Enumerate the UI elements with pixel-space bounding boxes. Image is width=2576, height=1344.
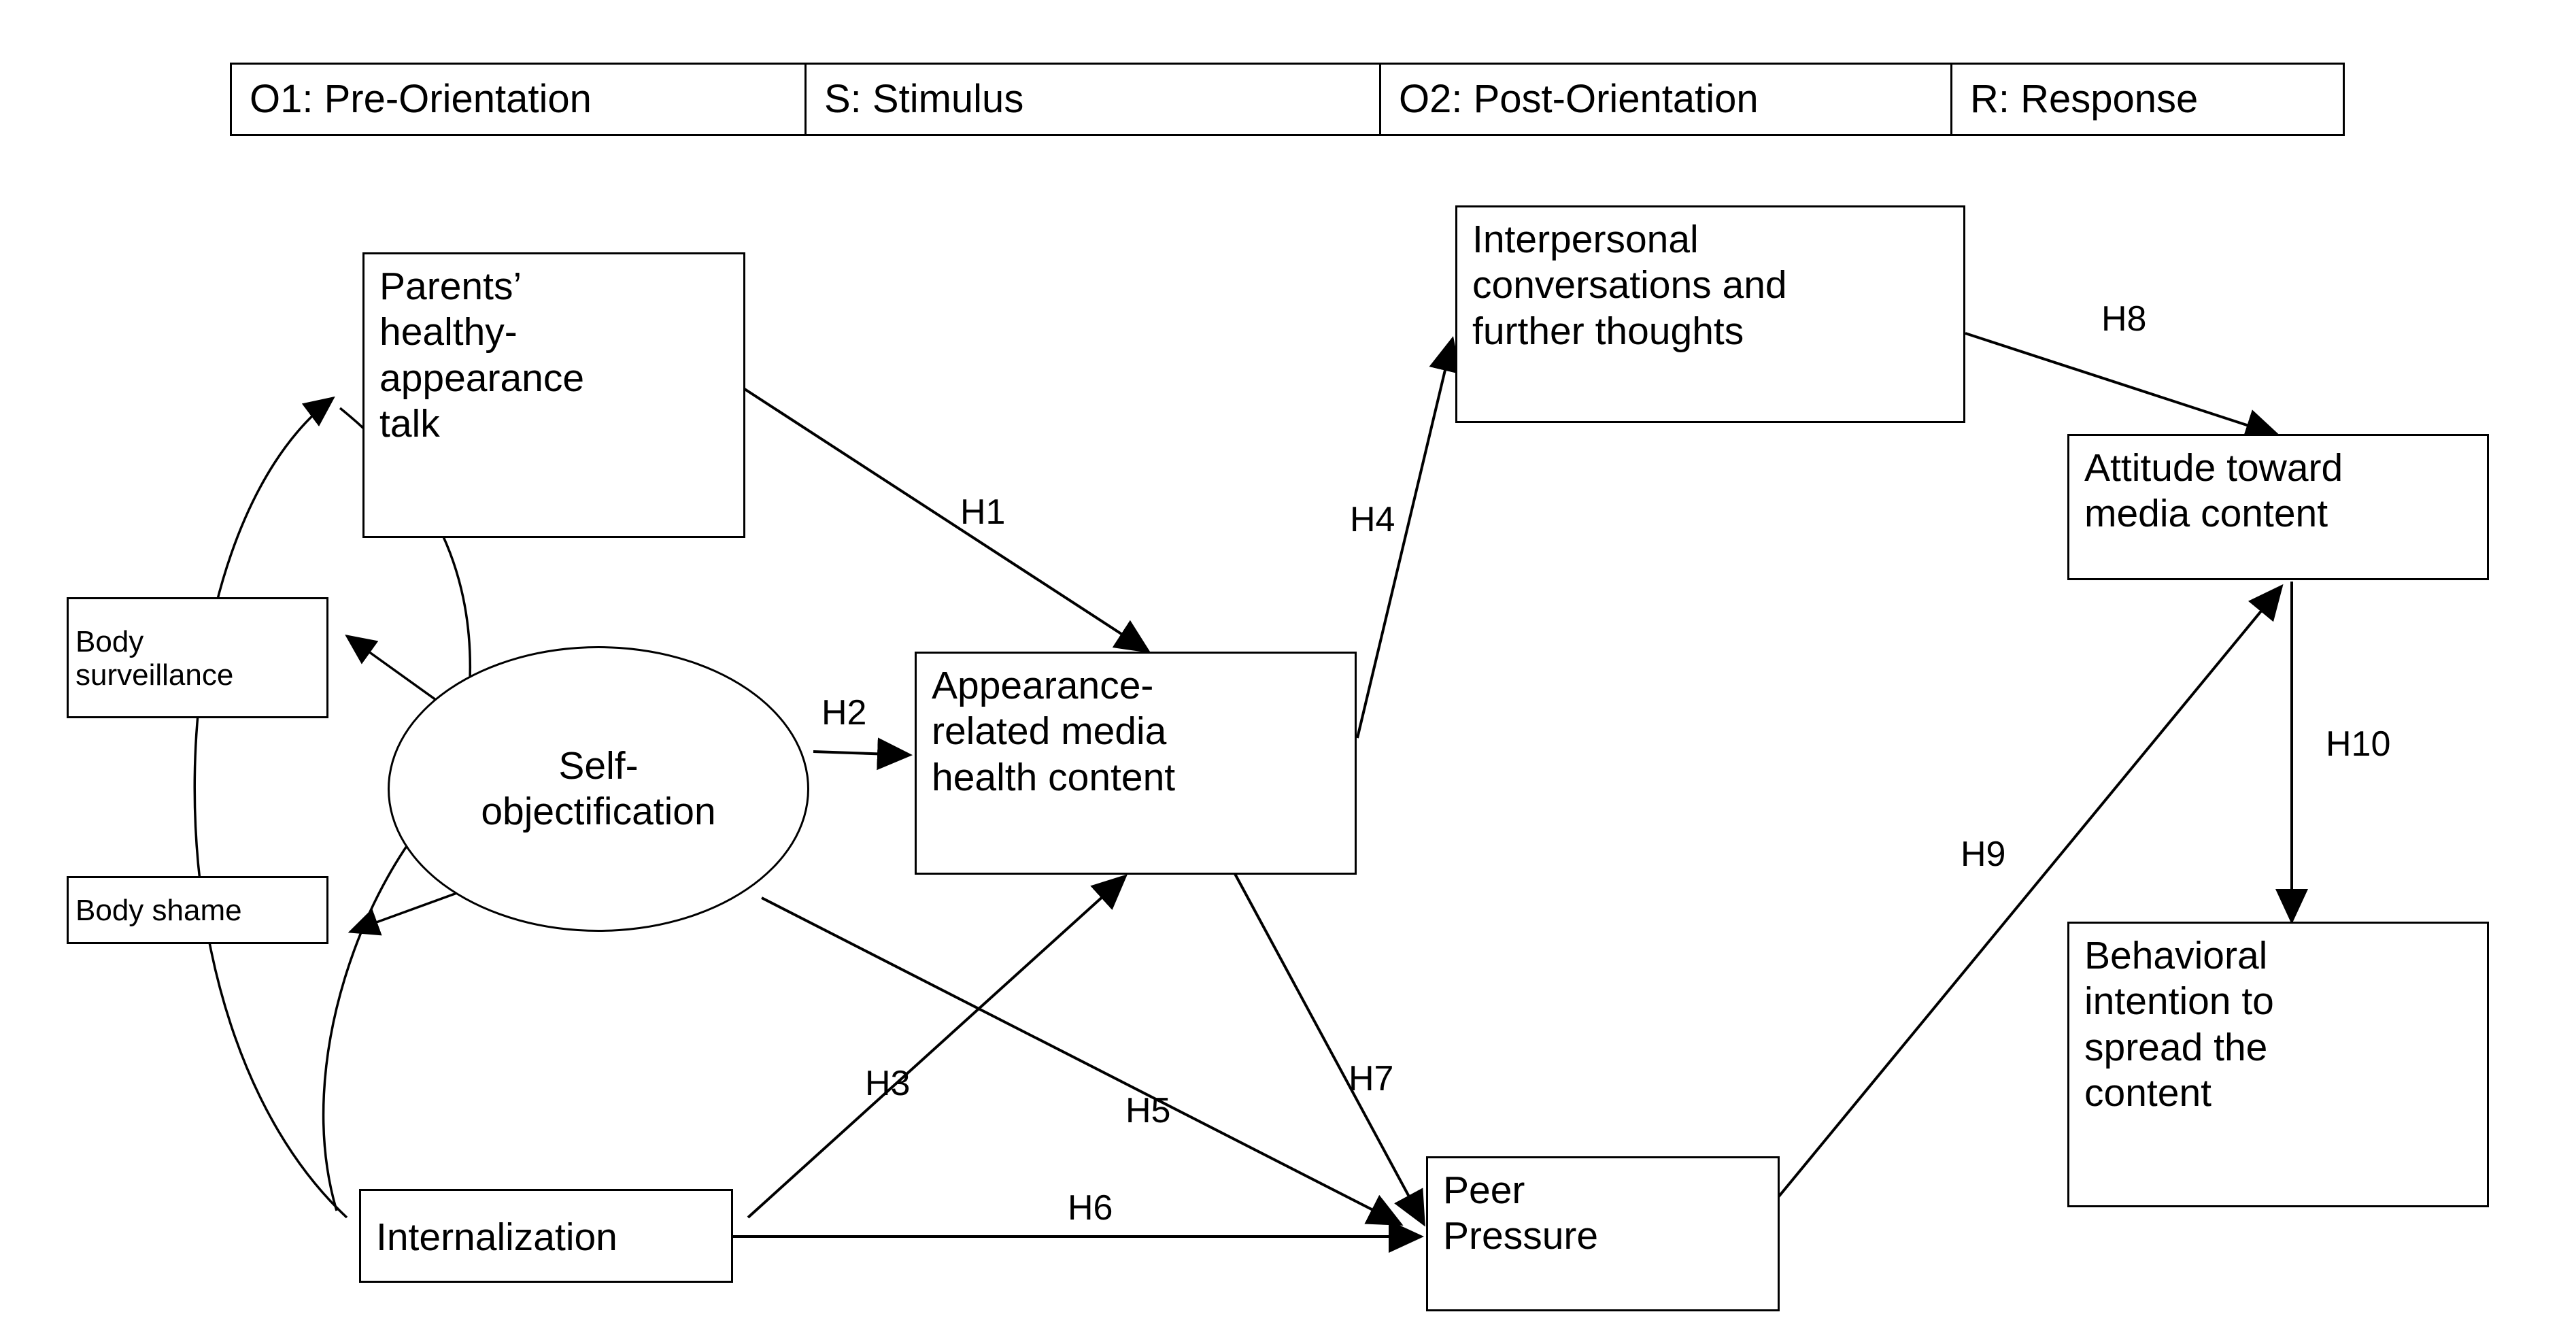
node-self-objectification-label-line2: objectification bbox=[481, 790, 716, 833]
edge-label-h7: H7 bbox=[1349, 1059, 1394, 1098]
edge-h7 bbox=[1233, 872, 1425, 1227]
node-parents-talk-label: Parents’ healthy- appearance talk bbox=[379, 265, 585, 446]
edge-h1 bbox=[743, 388, 1151, 654]
node-body-surveillance-label: Body surveillance bbox=[75, 624, 234, 692]
edge-label-h8: H8 bbox=[2101, 299, 2147, 339]
node-behavioral-intention-label: Behavioral intention to spread the conte… bbox=[2084, 934, 2274, 1115]
edge-label-h3: H3 bbox=[865, 1064, 911, 1103]
node-interpersonal-label: Interpersonal conversations and further … bbox=[1472, 218, 1787, 353]
node-internalization-label: Internalization bbox=[376, 1215, 617, 1260]
node-interpersonal[interactable]: Interpersonal conversations and further … bbox=[1455, 205, 1965, 423]
node-attitude[interactable]: Attitude toward media content bbox=[2067, 434, 2489, 580]
edge-label-h6: H6 bbox=[1068, 1188, 1113, 1228]
node-peer-pressure[interactable]: Peer Pressure bbox=[1426, 1156, 1780, 1311]
edge-h2 bbox=[813, 737, 913, 771]
node-parents-talk[interactable]: Parents’ healthy- appearance talk bbox=[362, 252, 745, 538]
edge-label-h4: H4 bbox=[1350, 500, 1395, 539]
node-behavioral-intention[interactable]: Behavioral intention to spread the conte… bbox=[2067, 922, 2489, 1207]
node-self-objectification[interactable]: Self- objectification bbox=[388, 646, 809, 932]
node-peer-pressure-label: Peer Pressure bbox=[1443, 1169, 1599, 1258]
edge-h3 bbox=[747, 874, 1128, 1219]
edge-label-h2: H2 bbox=[821, 693, 867, 733]
node-internalization[interactable]: Internalization bbox=[359, 1189, 733, 1283]
edge-h5 bbox=[761, 896, 1404, 1226]
header-cell-r: R: Response bbox=[1952, 65, 2343, 134]
edge-label-h5: H5 bbox=[1125, 1091, 1171, 1130]
edge-curve-internalization-parents bbox=[193, 396, 348, 1219]
node-media-content[interactable]: Appearance- related media health content bbox=[915, 652, 1357, 875]
edge-h8 bbox=[1965, 332, 2281, 441]
header-cell-s: S: Stimulus bbox=[807, 65, 1381, 134]
node-self-objectification-label-line1: Self- bbox=[558, 743, 639, 788]
edge-label-h1: H1 bbox=[960, 492, 1006, 532]
header-cell-o2: O2: Post-Orientation bbox=[1381, 65, 1952, 134]
header-cell-o1: O1: Pre-Orientation bbox=[232, 65, 807, 134]
edge-label-h9: H9 bbox=[1961, 835, 2006, 874]
node-body-surveillance[interactable]: Body surveillance bbox=[67, 597, 328, 718]
node-attitude-label: Attitude toward media content bbox=[2084, 446, 2343, 536]
node-media-content-label: Appearance- related media health content bbox=[932, 664, 1176, 799]
edge-label-h10: H10 bbox=[2326, 724, 2391, 764]
node-body-shame-label: Body shame bbox=[75, 894, 242, 928]
node-body-shame[interactable]: Body shame bbox=[67, 876, 328, 944]
phase-header-bar: O1: Pre-Orientation S: Stimulus O2: Post… bbox=[230, 63, 2345, 136]
